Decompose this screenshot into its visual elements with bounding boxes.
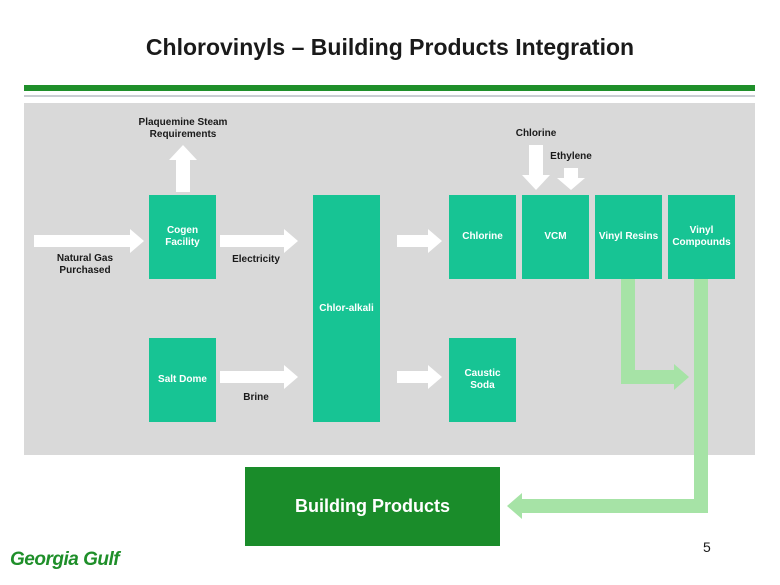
steam-up-arrow [169,145,197,192]
brine-label: Brine [243,392,269,403]
cogen-facility-box: Cogen Facility [149,195,216,279]
chlorine-box: Chlorine [449,195,516,279]
chlorine-down-arrow [522,145,550,190]
vinyl-compounds-flow-arrow [507,278,708,519]
ethylene-input-label: Ethylene [550,151,592,162]
page-title: Chlorovinyls – Building Products Integra… [145,34,635,60]
natural-gas-arrow [34,229,144,253]
chlorine-input-label: Chlorine [515,128,557,139]
title-rule-thin [24,95,755,97]
page-number: 5 [703,539,711,555]
electricity-label: Electricity [232,254,280,265]
ethylene-down-arrow [557,168,585,190]
chlorine-out-arrow [397,229,442,253]
caustic-out-arrow [397,365,442,389]
vinyl-resins-flow-arrow [621,278,689,390]
electricity-arrow [220,229,298,253]
georgia-gulf-logo: Georgia Gulf [10,549,120,570]
chlor-alkali-box: Chlor-alkali [313,195,380,422]
natural-gas-label: Natural Gas Purchased [56,253,114,276]
vcm-box: VCM [522,195,589,279]
title-rule [24,85,755,91]
brine-arrow [220,365,298,389]
salt-dome-box: Salt Dome [149,338,216,422]
building-products-box: Building Products [245,467,500,546]
plaquemine-steam-label: Plaquemine Steam Requirements [138,117,228,140]
vinyl-resins-box: Vinyl Resins [595,195,662,279]
caustic-soda-box: Caustic Soda [449,338,516,422]
vinyl-compounds-box: Vinyl Compounds [668,195,735,279]
